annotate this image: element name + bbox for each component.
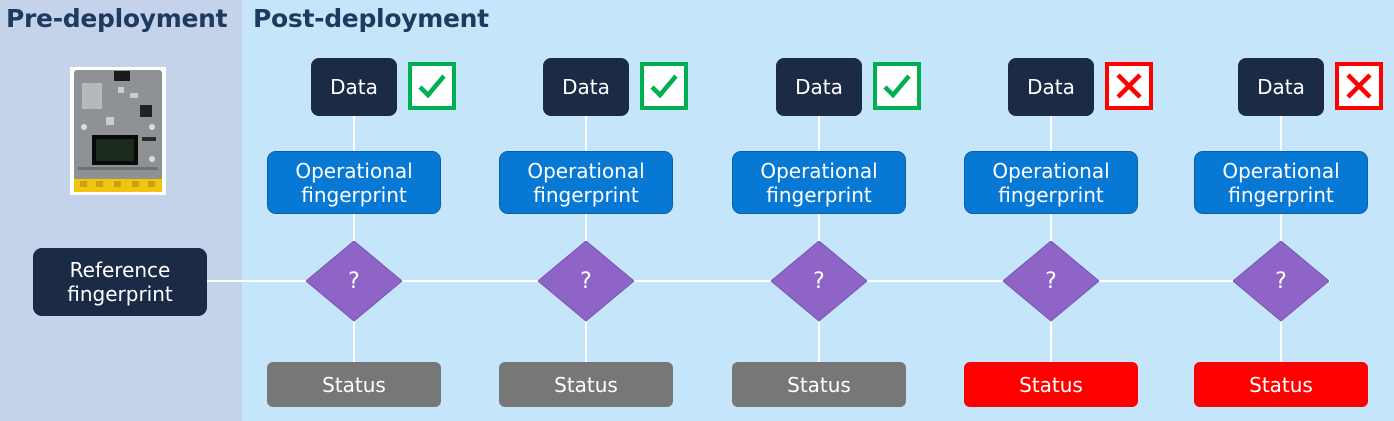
decision-diamond-1: ? <box>306 241 402 323</box>
check-icon <box>640 62 688 110</box>
data-box-5: Data <box>1238 58 1324 116</box>
reference-fingerprint-line2: fingerprint <box>67 282 173 306</box>
status-box-2: Status <box>499 362 673 407</box>
reference-fingerprint-line1: Reference <box>69 258 171 282</box>
pre-deployment-title: Pre-deployment <box>6 4 228 33</box>
cross-icon <box>1335 62 1383 110</box>
operational-fingerprint-line1: Operational <box>295 158 413 183</box>
circuit-board-device-icon <box>70 67 166 195</box>
cross-icon <box>1105 62 1153 110</box>
decision-label: ? <box>813 268 825 294</box>
status-box-4: Status <box>964 362 1138 407</box>
data-box-2: Data <box>543 58 629 116</box>
data-box-3: Data <box>776 58 862 116</box>
operational-fingerprint-line2: fingerprint <box>301 182 407 207</box>
operational-fingerprint-line2: fingerprint <box>1228 182 1334 207</box>
decision-diamond-2: ? <box>538 241 634 323</box>
check-icon <box>873 62 921 110</box>
status-box-1: Status <box>267 362 441 407</box>
operational-fingerprint-line2: fingerprint <box>533 182 639 207</box>
status-box-3: Status <box>732 362 906 407</box>
status-box-5: Status <box>1194 362 1368 407</box>
operational-fingerprint-box-2: Operational fingerprint <box>499 151 673 214</box>
operational-fingerprint-box-1: Operational fingerprint <box>267 151 441 214</box>
decision-label: ? <box>348 268 360 294</box>
operational-fingerprint-line1: Operational <box>760 158 878 183</box>
decision-diamond-4: ? <box>1003 241 1099 323</box>
decision-diamond-5: ? <box>1233 241 1329 323</box>
operational-fingerprint-box-3: Operational fingerprint <box>732 151 906 214</box>
operational-fingerprint-line2: fingerprint <box>998 182 1104 207</box>
operational-fingerprint-line1: Operational <box>992 158 1110 183</box>
decision-diamond-3: ? <box>771 241 867 323</box>
data-box-1: Data <box>311 58 397 116</box>
operational-fingerprint-line1: Operational <box>527 158 645 183</box>
decision-label: ? <box>1045 268 1057 294</box>
reference-fingerprint-box: Reference fingerprint <box>33 248 207 316</box>
decision-label: ? <box>1275 268 1287 294</box>
operational-fingerprint-line2: fingerprint <box>766 182 872 207</box>
data-box-4: Data <box>1008 58 1094 116</box>
operational-fingerprint-box-5: Operational fingerprint <box>1194 151 1368 214</box>
post-deployment-title: Post-deployment <box>253 4 489 33</box>
operational-fingerprint-box-4: Operational fingerprint <box>964 151 1138 214</box>
decision-label: ? <box>580 268 592 294</box>
check-icon <box>408 62 456 110</box>
operational-fingerprint-line1: Operational <box>1222 158 1340 183</box>
